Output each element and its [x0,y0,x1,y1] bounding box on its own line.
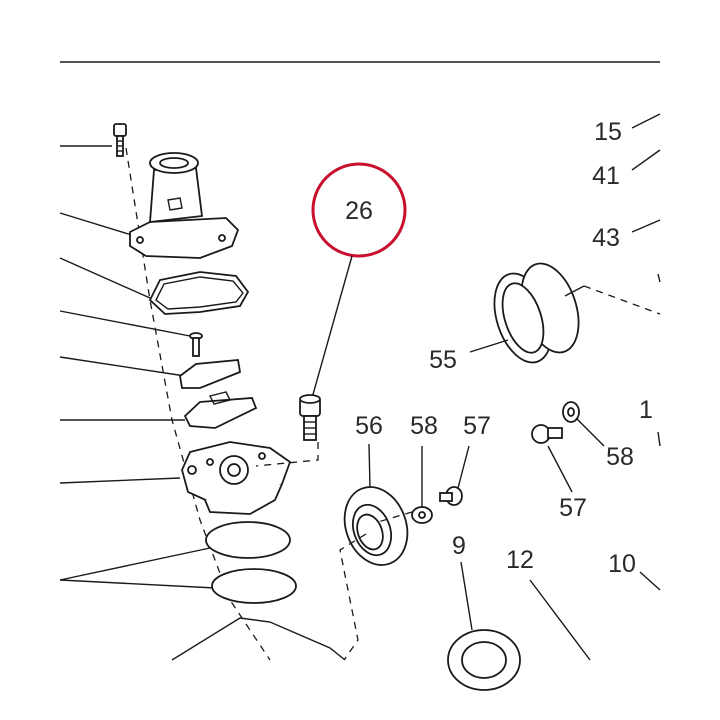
housing-cover [129,152,240,259]
label-55: 55 [429,346,457,374]
label-57-b: 57 [559,494,587,522]
label-10: 10 [608,550,636,578]
label-56: 56 [355,412,383,440]
valve-plates [179,359,258,429]
label-43: 43 [592,224,620,252]
washer-58-a [411,506,433,524]
label-15: 15 [594,118,622,146]
lower-housing [171,617,346,661]
label-12: 12 [506,546,534,574]
highlight-ring [311,162,407,258]
label-1-partial: 1 [639,396,653,424]
label-58-a: 58 [410,412,438,440]
o-rings [205,521,297,604]
bearing-55 [493,262,580,364]
screw-57-b [531,424,563,444]
small-screw [189,332,203,357]
left-leader-lines [59,145,216,589]
washer-58-b [562,401,580,423]
top-screw [113,123,127,157]
screw-57-a [439,486,463,506]
seal-56 [343,486,409,566]
label-9: 9 [452,532,466,560]
valve-base [181,441,292,515]
bearing-9 [447,629,521,691]
label-26: 26 [345,197,373,225]
label-57-a: 57 [463,412,491,440]
label-58-b: 58 [606,443,634,471]
bolt-26 [299,394,321,441]
label-41: 41 [592,162,620,190]
